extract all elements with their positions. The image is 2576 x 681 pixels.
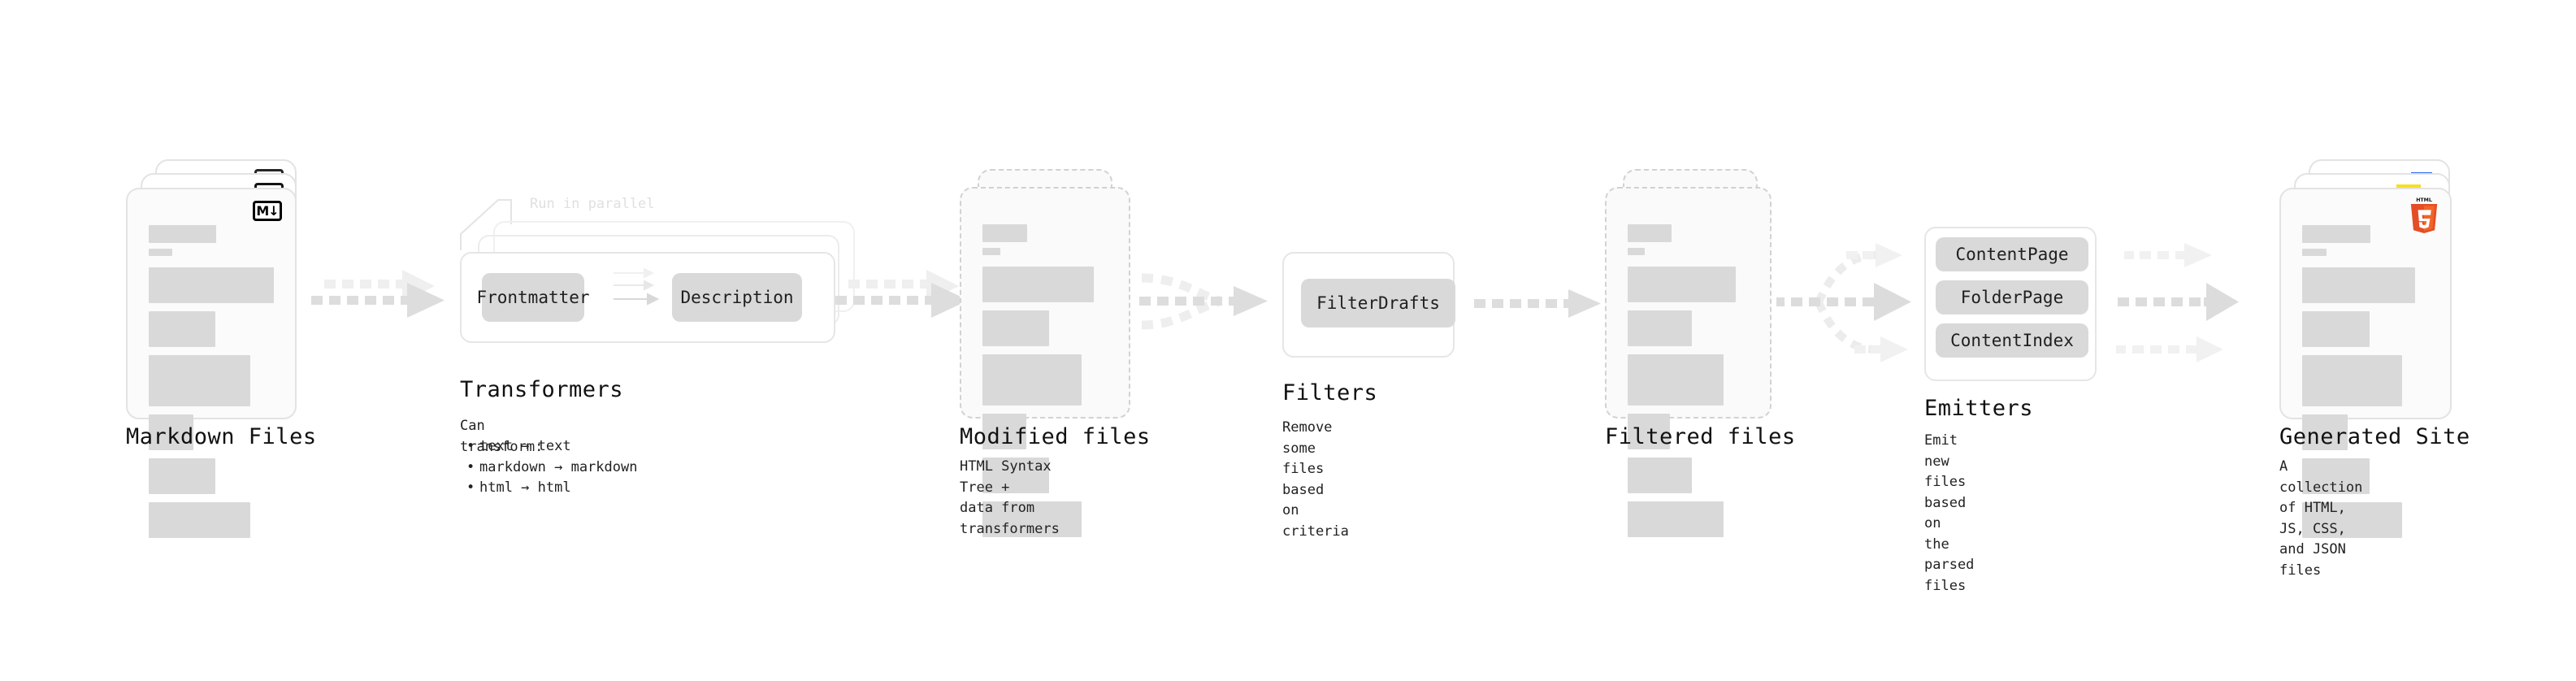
list-item: markdown → markdown (466, 458, 638, 479)
connector-markdown-to-transformers (305, 268, 451, 358)
stage-title-filters: Filters (1282, 380, 1378, 406)
placeholder-line (2302, 414, 2348, 450)
svg-text:HTML: HTML (2416, 197, 2432, 203)
card-placeholder-lines (2302, 225, 2429, 546)
dashed-arrow-icon (311, 270, 445, 318)
dashed-arrow-parallel-icon (2116, 243, 2239, 362)
list-item: html → html (466, 478, 637, 499)
dashed-arrow-fanout-icon (1776, 243, 1911, 362)
filtered-card-front (1605, 187, 1772, 537)
placeholder-line (982, 248, 1000, 255)
connector-transformers-to-modified (829, 268, 975, 358)
placeholder-line (149, 249, 173, 256)
connector-filters-to-filtered (1472, 283, 1611, 332)
stage-subtitle-generated-site: A collection of HTML, JS, CSS, and JSON … (2279, 458, 2363, 579)
placeholder-line (982, 354, 1082, 406)
connector-modified-to-filters (1138, 268, 1292, 358)
placeholder-line (1628, 224, 1672, 242)
stage-subtitle-modified-files: HTML Syntax Tree + data from transformer… (960, 458, 1060, 537)
emitter-pill-contentpage[interactable]: ContentPage (1936, 237, 2088, 271)
transformer-transform-list: text → text markdown → markdown html → h… (466, 436, 638, 499)
modified-card-front (960, 187, 1130, 537)
placeholder-line (149, 458, 215, 494)
emitter-pill-contentindex[interactable]: ContentIndex (1936, 323, 2088, 358)
generated-site-stack: CSS HTML (2279, 159, 2474, 538)
placeholder-line (1628, 248, 1645, 255)
dashed-arrow-icon (835, 270, 969, 318)
stage-subtitle-emitters: Emit new files based on the parsed files (1924, 432, 1975, 594)
transformer-inner-arrows-icon (614, 267, 660, 306)
placeholder-line (149, 267, 274, 303)
placeholder-line (2302, 267, 2415, 303)
placeholder-line (982, 414, 1026, 449)
stage-subtitle-filters: Remove some files based on criteria (1282, 419, 1349, 540)
placeholder-line (982, 267, 1095, 302)
stage-title-transformers: Transformers (460, 377, 624, 402)
placeholder-line (2302, 502, 2403, 538)
placeholder-line (1628, 267, 1736, 302)
connector-emitters-to-site (2113, 228, 2275, 374)
placeholder-line (982, 310, 1049, 346)
emitter-pill-folderpage[interactable]: FolderPage (1936, 280, 2088, 314)
site-card-front-html: HTML (2279, 188, 2452, 538)
placeholder-line (2302, 311, 2370, 347)
filter-pill-filterdrafts[interactable]: FilterDrafts (1301, 279, 1455, 327)
stage-title-generated-site: Generated Site (2279, 424, 2470, 449)
dashed-arrow-icon (1474, 289, 1601, 318)
stage-title-modified-files: Modified files (960, 424, 1151, 449)
placeholder-line (2302, 355, 2403, 406)
placeholder-line (982, 458, 1049, 493)
connector-filtered-to-emitters (1776, 228, 1931, 374)
card-placeholder-lines (982, 224, 1108, 545)
stage-title-filtered-files: Filtered files (1605, 424, 1796, 449)
run-in-parallel-leader-icon (460, 199, 512, 250)
placeholder-line (149, 225, 217, 243)
placeholder-line (1628, 414, 1671, 449)
placeholder-line (1628, 310, 1692, 346)
stage-title-markdown-files: Markdown Files (126, 424, 317, 449)
placeholder-line (149, 502, 250, 538)
transformer-pill-description[interactable]: Description (672, 273, 802, 322)
stage-title-emitters: Emitters (1924, 396, 2034, 421)
placeholder-line (149, 414, 194, 450)
list-item: text → text (466, 436, 637, 458)
dashed-arrow-merge-icon (1139, 273, 1268, 330)
markdown-file-stack: M↓ M↓ M↓ (126, 159, 313, 538)
placeholder-line (1628, 458, 1692, 493)
filtered-file-stack (1605, 169, 1792, 537)
placeholder-line (1628, 501, 1724, 537)
run-in-parallel-label: Run in parallel (530, 196, 655, 212)
html5-badge-icon: HTML (2410, 197, 2438, 233)
placeholder-line (2302, 225, 2371, 243)
placeholder-line (982, 501, 1082, 537)
placeholder-line (149, 355, 250, 406)
markdown-badge: M↓ (253, 201, 282, 221)
card-placeholder-lines (1628, 224, 1749, 545)
transformer-pill-frontmatter[interactable]: Frontmatter (476, 273, 590, 322)
card-placeholder-lines (149, 225, 274, 546)
placeholder-line (2302, 249, 2327, 256)
modified-file-stack (960, 169, 1147, 537)
markdown-card-front: M↓ (126, 188, 297, 538)
placeholder-line (982, 224, 1028, 242)
placeholder-line (149, 311, 215, 347)
placeholder-line (1628, 354, 1724, 406)
placeholder-line (2302, 458, 2370, 494)
